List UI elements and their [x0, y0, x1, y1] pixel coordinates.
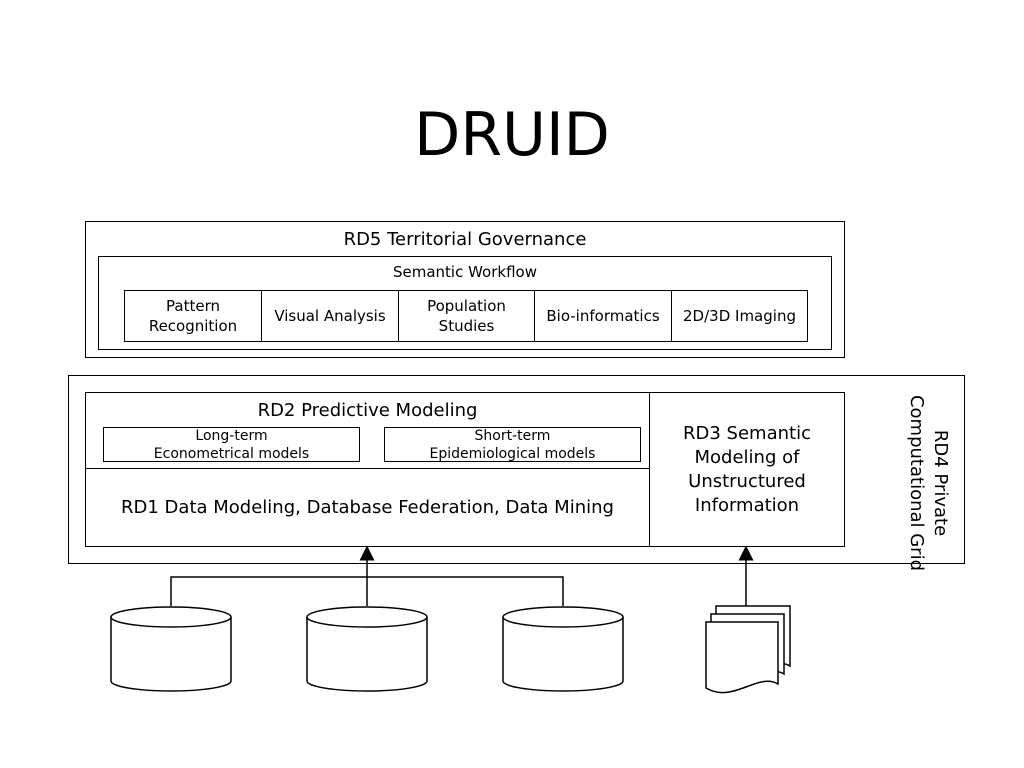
semantic-workflow-box: Semantic Workflow Pattern Recognition Vi…	[98, 256, 832, 350]
document-stack-icon	[705, 605, 791, 694]
workflow-modules-row: Pattern Recognition Visual Analysis Popu…	[124, 290, 808, 342]
rd2-predictive-modeling-box: RD2 Predictive Modeling Long-term Econom…	[86, 393, 649, 469]
database-icon	[502, 606, 624, 692]
database-icon	[110, 606, 232, 692]
workflow-item-population-studies: Population Studies	[399, 291, 535, 341]
rd1-data-modeling-box: RD1 Data Modeling, Database Federation, …	[121, 497, 614, 518]
workflow-item-bio-informatics: Bio-informatics	[535, 291, 672, 341]
workflow-item-visual-analysis: Visual Analysis	[262, 291, 399, 341]
page-title: DRUID	[414, 100, 610, 170]
modeling-layers-box: RD2 Predictive Modeling Long-term Econom…	[85, 392, 845, 547]
rd5-territorial-governance-box: RD5 Territorial Governance Semantic Work…	[85, 221, 845, 358]
workflow-item-imaging: 2D/3D Imaging	[683, 307, 796, 325]
database-icon	[306, 606, 428, 692]
workflow-item-pattern-recognition: Pattern Recognition	[125, 291, 262, 341]
semantic-workflow-label: Semantic Workflow	[392, 263, 537, 281]
short-term-epidemiological-models-box: Short-term Epidemiological models	[384, 427, 641, 462]
rd5-label: RD5 Territorial Governance	[343, 229, 587, 250]
rd2-label: RD2 Predictive Modeling	[257, 400, 478, 421]
rd3-semantic-modeling-box: RD3 Semantic Modeling of Unstructured In…	[649, 393, 844, 546]
long-term-econometrical-models-box: Long-term Econometrical models	[103, 427, 360, 462]
database-connector	[170, 545, 564, 606]
